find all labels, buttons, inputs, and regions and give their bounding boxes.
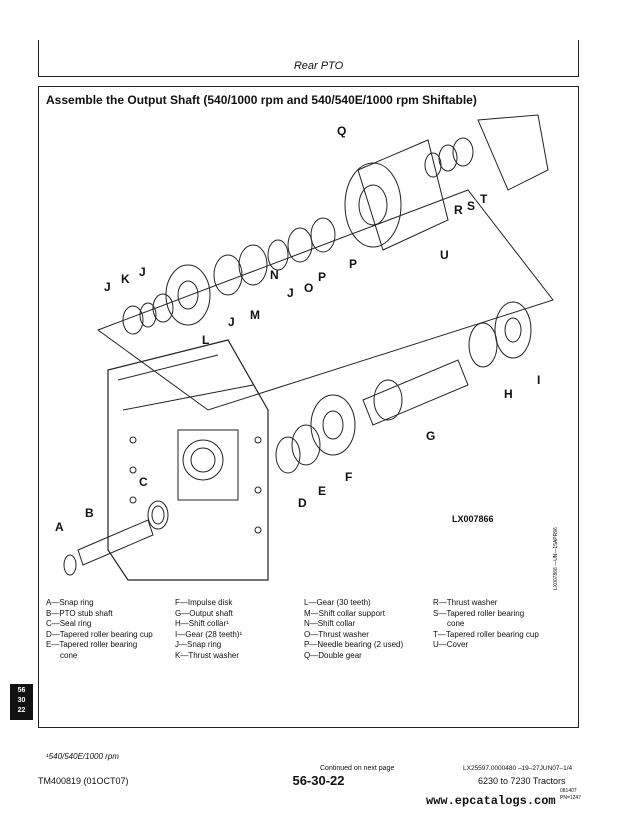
legend-item: O—Thrust washer bbox=[304, 629, 369, 639]
callout-n: N bbox=[270, 268, 279, 282]
callout-t: T bbox=[480, 192, 488, 206]
content-frame bbox=[38, 86, 579, 728]
legend-item: P—Needle bearing (2 used) bbox=[304, 640, 404, 649]
callout-a: A bbox=[55, 520, 64, 534]
callout-k: K bbox=[121, 272, 130, 286]
legend-item: F—Impulse disk bbox=[175, 598, 233, 607]
legend-col-2: F—Impulse disk G—Output shaft H—Shift co… bbox=[175, 598, 242, 661]
section-header: Rear PTO bbox=[293, 60, 344, 72]
callout-j-top: J bbox=[287, 286, 294, 300]
reference-code: LX25597,0000480 –19–27JUN07–1/4 bbox=[463, 765, 573, 772]
legend-item: H—Shift collar¹ bbox=[175, 619, 229, 628]
callout-f: F bbox=[345, 470, 353, 484]
tab-line: 30 bbox=[17, 697, 26, 704]
legend-item: M—Shift collar support bbox=[304, 608, 385, 618]
callout-o: O bbox=[304, 281, 314, 295]
legend-item: R—Thrust washer bbox=[433, 598, 498, 607]
callout-d: D bbox=[298, 496, 307, 510]
legend-item: B—PTO stub shaft bbox=[46, 608, 113, 618]
legend-item: cone bbox=[447, 619, 465, 628]
page-title: Assemble the Output Shaft (540/1000 rpm … bbox=[46, 93, 477, 107]
legend-item: I—Gear (28 teeth)¹ bbox=[175, 629, 243, 639]
callout-h: H bbox=[504, 387, 513, 401]
tab-line: 56 bbox=[17, 687, 26, 694]
legend-item: S—Tapered roller bearing bbox=[433, 608, 525, 618]
manual-id: TM400819 (01OCT07) bbox=[38, 776, 129, 786]
tab-line: 22 bbox=[17, 707, 26, 714]
legend-col-4: R—Thrust washer S—Tapered roller bearing… bbox=[433, 598, 539, 651]
legend-item: A—Snap ring bbox=[46, 598, 94, 607]
legend-item: D—Tapered roller bearing cup bbox=[46, 629, 153, 639]
legend-item: T—Tapered roller bearing cup bbox=[433, 629, 539, 639]
callout-c: C bbox=[139, 475, 148, 489]
legend-item: E—Tapered roller bearing bbox=[46, 640, 138, 649]
figure-id: LX007866 bbox=[452, 514, 494, 524]
tractor-models: 6230 to 7230 Tractors bbox=[478, 776, 566, 786]
callout-j-k: J bbox=[139, 265, 146, 279]
legend-item: J—Snap ring bbox=[175, 640, 222, 649]
callout-m: M bbox=[250, 308, 260, 322]
legend-item: G—Output shaft bbox=[175, 608, 233, 618]
small-code-2: PN=1247 bbox=[560, 795, 581, 801]
callout-g: G bbox=[426, 429, 436, 443]
legend-item: K—Thrust washer bbox=[175, 650, 240, 660]
figure-side-code: LX007866 —UN—15APR96 bbox=[553, 527, 559, 590]
callout-l: L bbox=[202, 333, 210, 347]
small-code-1: 081407 bbox=[560, 788, 577, 794]
callout-s: S bbox=[467, 199, 476, 213]
callout-u: U bbox=[440, 248, 449, 262]
continued-note: Continued on next page bbox=[320, 765, 395, 772]
legend-item: C—Seal ring bbox=[46, 619, 92, 628]
exploded-parts-diagram bbox=[63, 114, 554, 581]
footnote: ¹540/540E/1000 rpm bbox=[46, 752, 119, 761]
legend-item: L—Gear (30 teeth) bbox=[304, 598, 371, 607]
callout-b: B bbox=[85, 506, 94, 520]
legend-item: U—Cover bbox=[433, 640, 469, 649]
callout-r: R bbox=[454, 203, 463, 217]
legend-item: cone bbox=[60, 650, 78, 660]
legend-item: N—Shift collar bbox=[304, 619, 356, 628]
callout-i: I bbox=[537, 373, 541, 387]
callout-p: P bbox=[349, 257, 358, 271]
header-frame bbox=[38, 40, 579, 77]
callout-j-left: J bbox=[104, 280, 111, 294]
page-number: 56-30-22 bbox=[292, 773, 345, 788]
callout-e: E bbox=[318, 484, 327, 498]
legend-item: Q—Double gear bbox=[304, 650, 362, 660]
legend-col-3: L—Gear (30 teeth) M—Shift collar support… bbox=[304, 598, 403, 661]
section-tab: 56 30 22 bbox=[10, 684, 33, 720]
callout-p2: P bbox=[318, 270, 327, 284]
callout-q: Q bbox=[337, 124, 347, 138]
callout-j-mid: J bbox=[228, 315, 235, 329]
legend-col-1: A—Snap ring B—PTO stub shaft C—Seal ring… bbox=[46, 598, 153, 661]
watermark-text: www.epcatalogs.com bbox=[426, 794, 556, 808]
